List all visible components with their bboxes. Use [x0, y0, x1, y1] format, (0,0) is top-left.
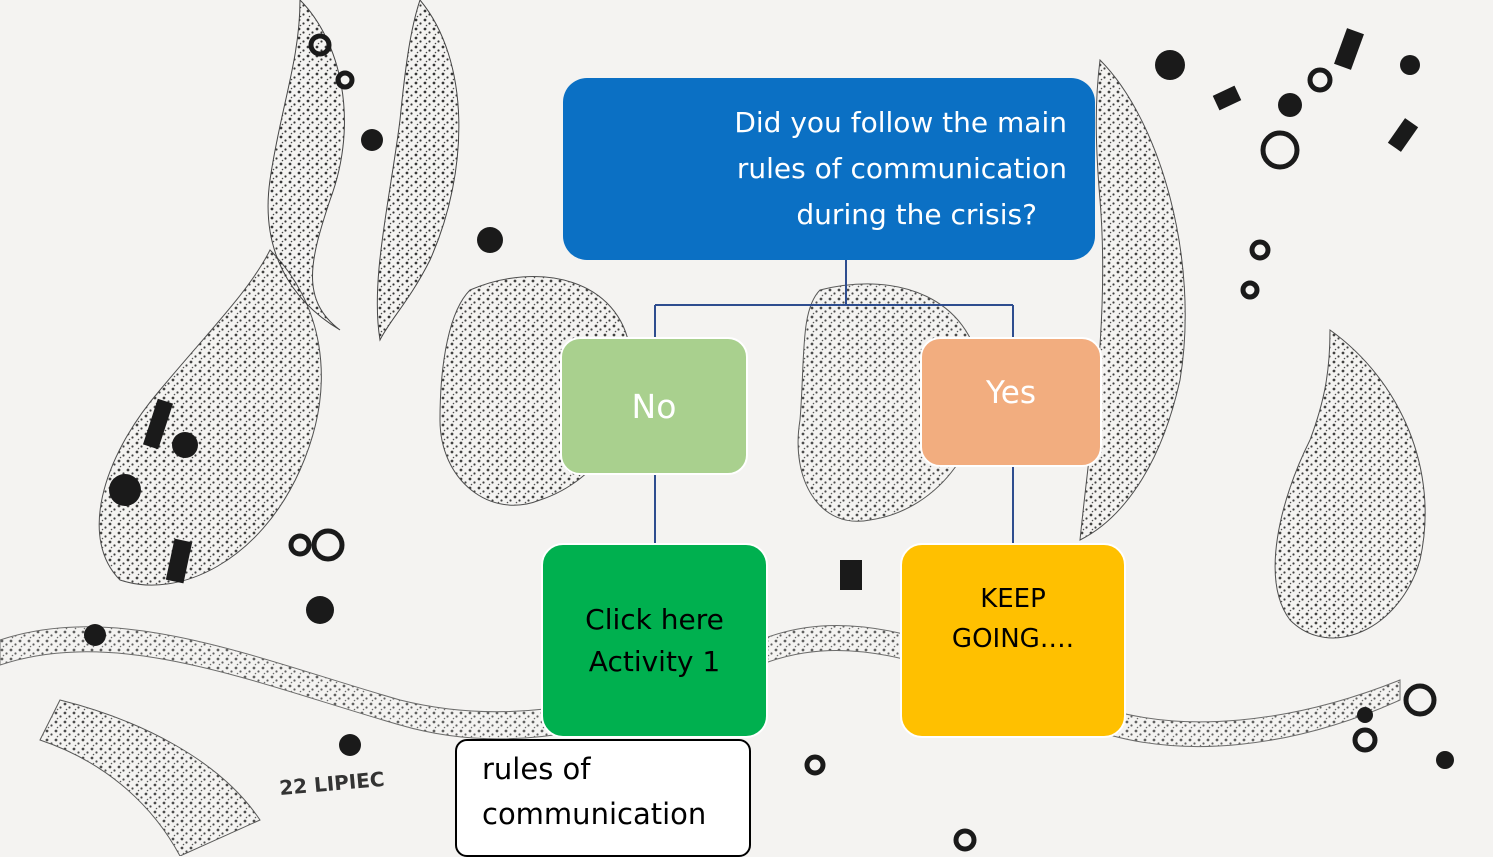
- keep-going-line-1: KEEP: [980, 584, 1046, 614]
- activity-line-1: Click here: [585, 602, 724, 636]
- keep-going-box[interactable]: KEEP GOING….: [900, 543, 1126, 738]
- yes-branch-box[interactable]: Yes: [920, 337, 1102, 467]
- activity-line-2: Activity 1: [588, 644, 721, 678]
- note-line-2: communication: [482, 797, 707, 831]
- no-label: No: [631, 386, 677, 426]
- yes-label: Yes: [985, 375, 1037, 411]
- question-line-3: during the crisis?: [796, 198, 1037, 231]
- question-line-1: Did you follow the main: [734, 106, 1067, 139]
- question-line-2: rules of communication: [736, 152, 1067, 185]
- rules-of-communication-note: rules of communication: [455, 739, 751, 857]
- activity-1-link-box[interactable]: Click here Activity 1: [541, 543, 768, 738]
- question-box: Did you follow the main rules of communi…: [563, 78, 1095, 260]
- no-branch-box[interactable]: No: [560, 337, 748, 475]
- keep-going-line-2: GOING….: [951, 624, 1075, 654]
- note-line-1: rules of: [482, 752, 591, 786]
